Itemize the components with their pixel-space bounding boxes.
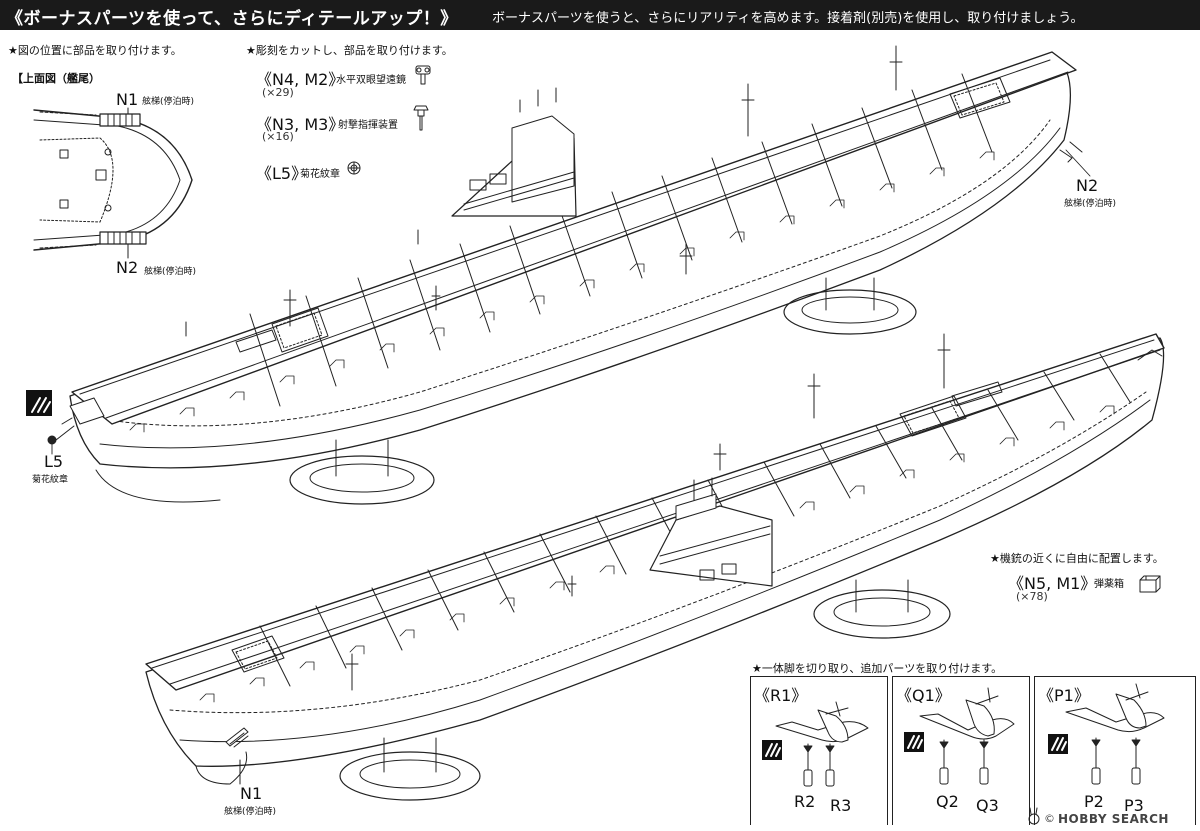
top-ship-gallery-details: [129, 151, 995, 433]
aircraft-panel-q1: [892, 676, 1030, 825]
aircraft-part-p2: P2: [1084, 792, 1104, 811]
ship-callout-n2-code: N2: [1076, 176, 1099, 195]
ship-callout-l5-desc: 菊花紋章: [32, 475, 69, 485]
stern-callout-n1-desc: 舷梯(停泊時): [142, 97, 195, 107]
bottom-ship-hull: [145, 337, 1165, 785]
header-subtitle: ボーナスパーツを使うと、さらにリアリティを高めます。接着剤(別売)を使用し、取り…: [492, 11, 1084, 26]
top-ship-hull: [69, 57, 1072, 503]
bottom-ship-gallery-details: [199, 405, 1115, 703]
header-title: 《ボーナスパーツを使って、さらにディテールアップ！》: [6, 9, 458, 29]
aircraft-panel-r1: [750, 676, 888, 825]
left-instruction: ★図の位置に部品を取り付けます。: [8, 44, 182, 57]
binocular-part-icon: [415, 65, 431, 85]
ammo-instruction: ★機銃の近くに自由に配置します。: [990, 552, 1164, 565]
part-n4-m2-qty: (×29): [262, 86, 294, 99]
aircraft-part-r3: R3: [830, 796, 852, 815]
ammo-desc: 弾薬箱: [1094, 579, 1124, 590]
part-n4-m2-code: 《N4, M2》: [256, 70, 345, 89]
part-n3-m3-code: 《N3, M3》: [256, 115, 345, 134]
callout-leader-lines: [51, 149, 1091, 455]
ship-callout-l5-code: L5: [44, 452, 64, 471]
aircraft-q1-label: 《Q1》: [896, 686, 951, 705]
bottom-ship-flight-deck: [145, 333, 1165, 691]
bottom-ship-stand: [339, 579, 951, 801]
caution-mark-stripes: [31, 397, 1067, 757]
ammo-qty: (×78): [1016, 590, 1048, 603]
aircraft-p1-label: 《P1》: [1038, 686, 1090, 705]
header-bar: 《ボーナスパーツを使って、さらにディテールアップ！》 ボーナスパーツを使うと、さ…: [0, 0, 1200, 30]
ship-callout-n1-desc: 舷梯(停泊時): [224, 807, 277, 817]
bottom-ship-island: [649, 443, 773, 587]
watermark-logo-icon: [1028, 807, 1040, 825]
ship-callout-n2-desc: 舷梯(停泊時): [1064, 199, 1117, 209]
ship-callout-n1-code: N1: [240, 784, 263, 803]
aircraft-r1-drawing: [775, 701, 869, 787]
part-l5-desc: 菊花紋章: [300, 169, 340, 180]
stern-callout-n1-code: N1: [116, 90, 139, 109]
director-part-icon: [413, 105, 429, 131]
aircraft-part-p3: P3: [1124, 796, 1144, 815]
stern-callout-n2-code: N2: [116, 258, 139, 277]
caution-mark-icons: [26, 390, 1068, 760]
part-l5-code: 《L5》: [256, 164, 308, 183]
bottom-ship-stern-ladder: [225, 727, 249, 785]
aircraft-panel-p1: [1034, 676, 1196, 825]
watermark-symbol: ©: [1044, 812, 1055, 825]
top-ship-island: [451, 87, 577, 217]
top-ship-stand: [289, 277, 917, 505]
parts-instruction: ★彫刻をカットし、部品を取り付けます。: [246, 44, 453, 57]
aircraft-part-q3: Q3: [976, 796, 999, 815]
stern-top-view: [33, 107, 193, 259]
ammo-box-part-icon: [1139, 575, 1161, 593]
chrysanthemum-part-icon: [347, 161, 361, 175]
top-ship-stern-detail: [47, 149, 1073, 445]
bottom-ship-masts: [345, 333, 1163, 691]
aircraft-instruction: ★一体脚を切り取り、追加パーツを取り付けます。: [752, 662, 1003, 675]
stern-callout-n2-desc: 舷梯(停泊時): [144, 267, 197, 277]
part-n3-m3-qty: (×16): [262, 130, 294, 143]
aircraft-q1-drawing: [919, 687, 1015, 785]
aircraft-p1-drawing: [1065, 683, 1165, 785]
watermark-text: HOBBY SEARCH: [1058, 812, 1169, 826]
aircraft-r1-label: 《R1》: [754, 686, 808, 705]
top-ship-flight-deck: [71, 51, 1077, 425]
part-n3-m3-desc: 射撃指揮装置: [338, 120, 398, 131]
aircraft-part-r2: R2: [794, 792, 816, 811]
top-ship-masts: [185, 45, 1083, 337]
aircraft-part-q2: Q2: [936, 792, 959, 811]
ammo-code: 《N5, M1》: [1008, 574, 1097, 593]
top-view-label: 【上面図（艦尾）: [12, 72, 100, 85]
part-n4-m2-desc: 水平双眼望遠鏡: [336, 75, 406, 86]
